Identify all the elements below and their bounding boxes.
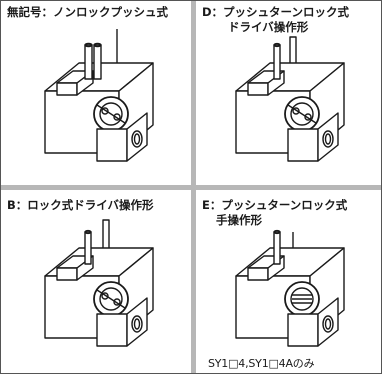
panel-title: E：プッシュターンロック式 手操作形: [202, 198, 347, 228]
horizontal-divider: [1, 185, 381, 190]
title-line: B：ロック式ドライバ操作形: [7, 198, 154, 212]
title-line: D：プッシュターンロック式: [202, 5, 349, 19]
panel-D: D：プッシュターンロック式 ドライバ操作形: [196, 1, 381, 185]
panel-E: E：プッシュターンロック式 手操作形: [196, 190, 381, 373]
valve-illustration: [235, 229, 345, 347]
panel-non-lock: 無記号：ノンロックプッシュ式: [1, 1, 191, 185]
panel-title: B：ロック式ドライバ操作形: [7, 198, 154, 213]
panel-title: D：プッシュターンロック式 ドライバ操作形: [202, 5, 349, 35]
panel-title: 無記号：ノンロックプッシュ式: [7, 5, 168, 20]
model-note: SY1□4,SY1□4Aのみ: [208, 357, 315, 370]
title-line: 手操作形: [216, 213, 262, 227]
valve-illustration: [44, 29, 154, 162]
valve-illustration: [44, 219, 154, 347]
title-line: E：プッシュターンロック式: [202, 198, 348, 212]
panel-B: B：ロック式ドライバ操作形: [1, 190, 191, 373]
title-line: 無記号：ノンロックプッシュ式: [7, 5, 168, 19]
title-line: ドライバ操作形: [228, 20, 309, 34]
valve-illustration: [235, 36, 345, 162]
